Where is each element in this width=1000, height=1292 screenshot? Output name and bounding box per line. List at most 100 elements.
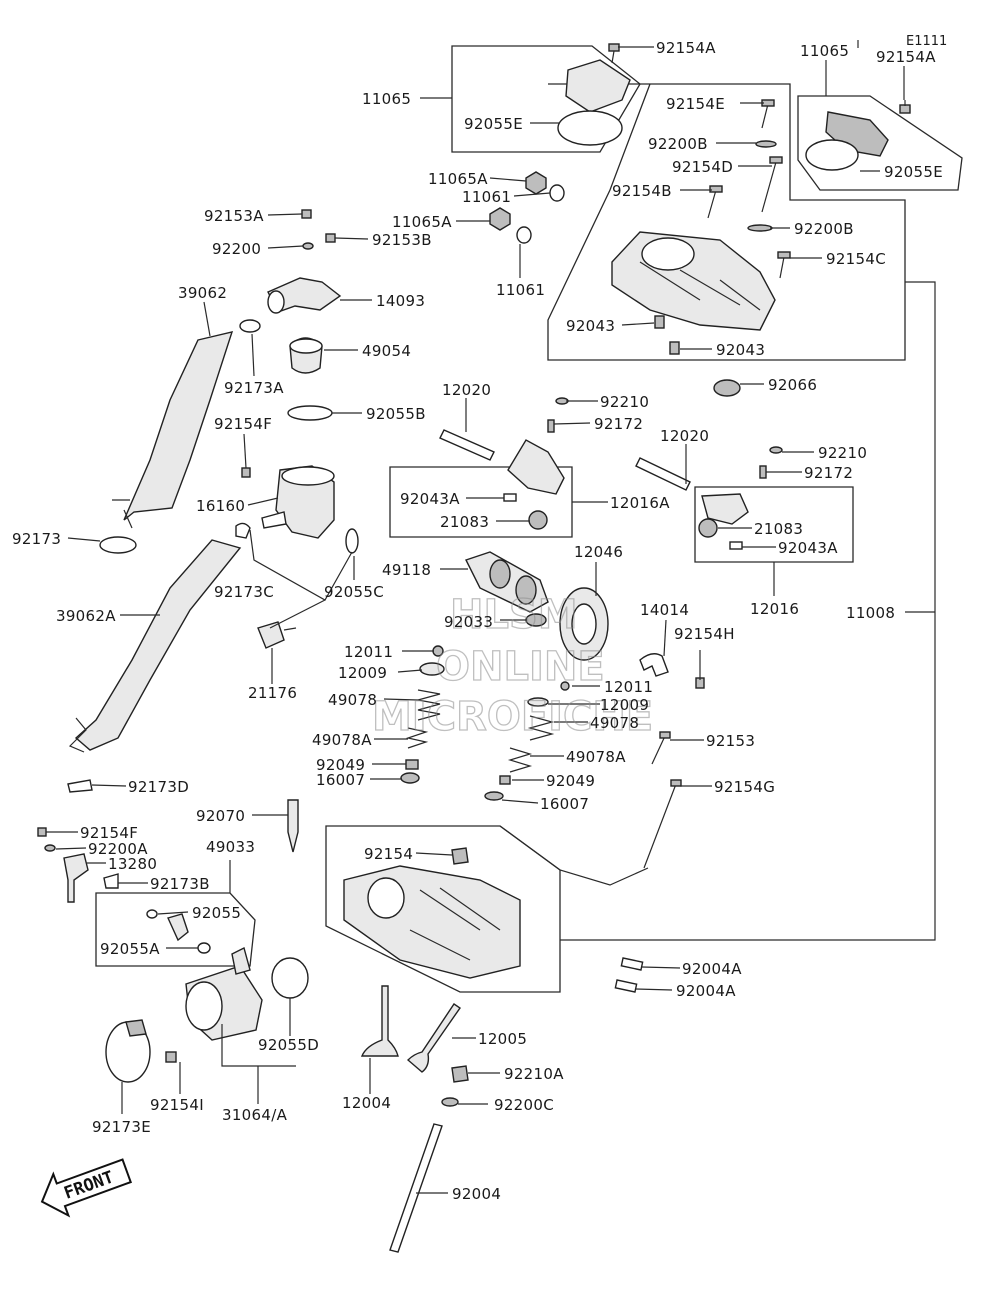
label-16007-left: 16007 xyxy=(316,771,365,789)
pin-92004A-a xyxy=(620,957,644,971)
label-11061-a: 11061 xyxy=(462,188,511,206)
label-92154F-top: 92154F xyxy=(214,415,272,433)
box-cylinder-head-cover xyxy=(547,83,906,361)
oring-92055A xyxy=(197,942,211,954)
clamp-92173D xyxy=(67,779,93,793)
dowel-92154 xyxy=(451,847,469,865)
parts xyxy=(37,43,911,1253)
spring-49078A-left xyxy=(405,727,429,749)
label-92055E-left: 92055E xyxy=(464,115,523,133)
label-92154A-right: 92154A xyxy=(876,48,936,66)
bolt-92153B xyxy=(325,233,336,243)
pin-92172-a xyxy=(547,419,555,433)
spring-49078-left xyxy=(417,689,441,721)
bolt-92154G xyxy=(643,783,677,869)
box-throttle-49033 xyxy=(95,892,256,967)
seal-11061-a xyxy=(549,184,565,202)
cover-11065-left xyxy=(565,59,631,113)
valve-12004 xyxy=(360,985,399,1057)
spring-49078-right xyxy=(527,715,555,741)
label-12020-left: 12020 xyxy=(442,381,491,399)
label-92200A: 92200A xyxy=(88,840,148,858)
bolt-92154D xyxy=(761,161,777,213)
label-49078A-right: 49078A xyxy=(566,748,626,766)
cylinder-head-cover xyxy=(611,231,776,331)
label-92173B: 92173B xyxy=(150,875,210,893)
watermark-line3: MICROFICHE xyxy=(372,694,653,740)
clip-92200C xyxy=(441,1097,459,1107)
diagram-code: E1111 xyxy=(906,34,947,49)
plug-92066 xyxy=(713,379,741,397)
label-13280: 13280 xyxy=(108,855,157,873)
label-92043-b: 92043 xyxy=(716,341,765,359)
washer-92200A xyxy=(44,844,56,852)
box-rocker-12016 xyxy=(694,486,854,563)
dowel-92043-b xyxy=(669,341,680,355)
rocker-shaft-12020-left xyxy=(439,429,495,461)
label-39062: 39062 xyxy=(178,284,227,302)
label-49078A-left: 49078A xyxy=(312,731,372,749)
clamp-92173 xyxy=(99,536,137,554)
label-92055C: 92055C xyxy=(324,583,384,601)
seat-92049-right xyxy=(499,775,511,785)
cylinder-head xyxy=(343,865,521,979)
label-92173E: 92173E xyxy=(92,1118,151,1136)
bolt-92154A-top xyxy=(608,43,620,52)
label-21083-left: 21083 xyxy=(440,513,489,531)
label-92173A: 92173A xyxy=(224,379,284,397)
label-11065-right: 11065 xyxy=(800,42,849,60)
label-92154F-bottom: 92154F xyxy=(80,824,138,842)
valve-12005 xyxy=(406,1003,461,1073)
label-92154I: 92154I xyxy=(150,1096,204,1114)
label-31064A: 31064/A xyxy=(222,1106,288,1124)
sensor-inner-49033 xyxy=(167,913,189,942)
gasket-92055E-right xyxy=(805,139,859,171)
label-12016: 12016 xyxy=(750,600,799,618)
clamp-92173A xyxy=(239,319,261,333)
label-92153B: 92153B xyxy=(372,231,432,249)
pin-92210-b xyxy=(769,446,783,454)
bolt-92154F-bottom xyxy=(37,827,47,837)
label-92070: 92070 xyxy=(196,807,245,825)
seat-92049-left xyxy=(405,759,419,770)
label-92004: 92004 xyxy=(452,1185,501,1203)
pin-92172-b xyxy=(759,465,767,479)
bolt-92154E xyxy=(761,103,769,129)
label-92055D: 92055D xyxy=(258,1036,319,1054)
bolt-92154A-right xyxy=(899,104,911,114)
label-92154B: 92154B xyxy=(612,182,672,200)
rocker-shaft-12020-right xyxy=(635,457,691,491)
spark-plug-92070 xyxy=(287,799,299,853)
label-92004A-b: 92004A xyxy=(676,982,736,1000)
gasket-92055E-left xyxy=(557,110,623,146)
label-16007-right: 16007 xyxy=(540,795,589,813)
label-12005: 12005 xyxy=(478,1030,527,1048)
label-92210A: 92210A xyxy=(504,1065,564,1083)
part-labels: 92154A 11065 92055E 11065 92154A 92055E … xyxy=(12,39,943,1203)
label-92200: 92200 xyxy=(212,240,261,258)
watermark-line1: HLSM xyxy=(450,592,578,638)
label-92210-b: 92210 xyxy=(818,444,867,462)
seal-11061-b xyxy=(516,226,532,244)
pin-92043A-left xyxy=(503,493,517,502)
label-92043A-right: 92043A xyxy=(778,539,838,557)
label-11061-b: 11061 xyxy=(496,281,545,299)
label-49033: 49033 xyxy=(206,838,255,856)
label-49054: 49054 xyxy=(362,342,411,360)
label-92200B-mid: 92200B xyxy=(794,220,854,238)
label-12046: 12046 xyxy=(574,543,623,561)
label-92033: 92033 xyxy=(444,613,493,631)
leader-lines xyxy=(46,40,936,1194)
label-11065A-b: 11065A xyxy=(392,213,452,231)
oring-92055D xyxy=(271,957,309,999)
box-cover-11065-left xyxy=(451,45,641,153)
oring-92055C xyxy=(345,528,359,554)
label-21176: 21176 xyxy=(248,684,297,702)
label-92154C: 92154C xyxy=(826,250,886,268)
bolt-92153A xyxy=(301,209,312,219)
hose-39062A xyxy=(74,539,242,751)
clamp-92173C xyxy=(235,522,251,539)
bolt-92154I xyxy=(165,1051,177,1063)
rocker-arm-12016 xyxy=(701,493,749,525)
bolt-92154C xyxy=(779,256,785,279)
